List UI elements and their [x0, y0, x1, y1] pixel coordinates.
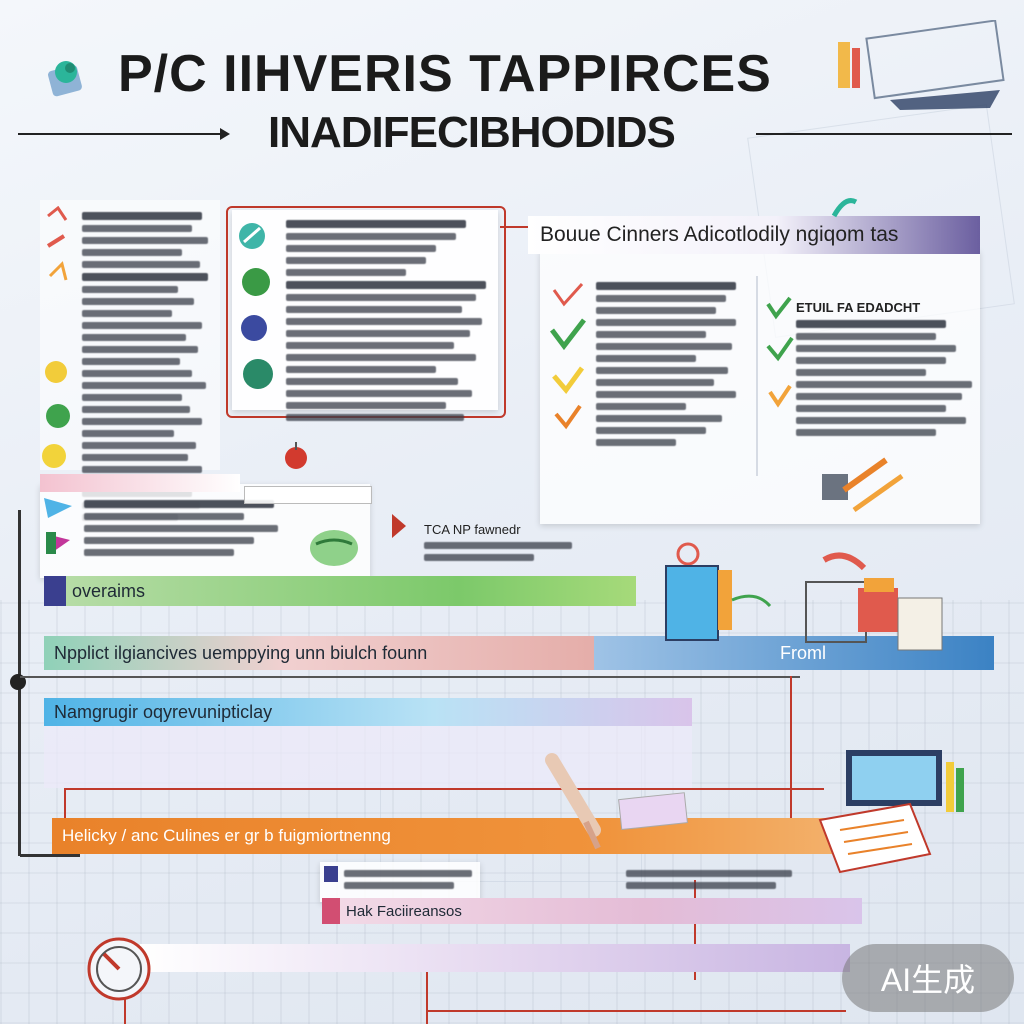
- band-overaims: overaims: [44, 576, 636, 606]
- right-sub-title: ETUIL FA EDADCHT: [796, 300, 921, 315]
- lower-left-text: [344, 870, 474, 889]
- books-icon: [794, 548, 954, 663]
- band-label: overaims: [72, 580, 146, 601]
- apple-icon: [282, 440, 310, 475]
- shield-icon: [44, 54, 94, 104]
- right-panel-divider: [756, 276, 758, 476]
- band-label: Hak Faciireansos: [346, 902, 462, 920]
- connector-line: [64, 788, 66, 818]
- band-label: Froml: [780, 642, 826, 663]
- band-namgrugir: Namgrugir oqyrevunipticlay: [44, 698, 692, 726]
- band-namgrugir-body: [44, 726, 692, 788]
- mid-small-header: [244, 486, 372, 504]
- connector-line: [694, 880, 696, 980]
- band-hak: Hak Faciireansos: [322, 898, 862, 924]
- connector-line: [20, 854, 80, 857]
- title-line-2: INADIFECIBHODIDS: [268, 108, 676, 157]
- title-line-1: P/C IIHVERIS TAPPIRCES: [118, 45, 772, 103]
- right-panel-text-left: [596, 282, 746, 446]
- arrow-right-icon: [220, 128, 230, 140]
- mid-left-header: [40, 474, 240, 492]
- fridge-icon: [660, 540, 780, 655]
- right-panel-header: Bouue Cinners Adicotlodily ngiqom tas: [528, 216, 980, 254]
- ai-generated-watermark: AI生成: [842, 944, 1014, 1012]
- right-panel-text-right: [796, 320, 972, 436]
- leaf-icon: [40, 360, 76, 475]
- pen-icon: [536, 752, 616, 867]
- flag-icons: [42, 492, 76, 567]
- tools-icon: [236, 218, 284, 403]
- monitor-icon: [842, 744, 972, 829]
- notebook-icon: [800, 790, 950, 885]
- bottom-band: [140, 944, 850, 972]
- mid-small-title: TCA NP fawnedr: [424, 522, 521, 537]
- leaf-icon: [830, 196, 860, 227]
- title-rule-right: [756, 133, 1012, 135]
- connector-line: [426, 1010, 846, 1012]
- lower-right-text: [626, 870, 796, 889]
- tools-icon: [814, 450, 914, 525]
- title-rule-left: [18, 133, 223, 135]
- lower-left-marker: [324, 866, 338, 882]
- clock-icon: [84, 934, 154, 1009]
- mid-left-text: [84, 500, 284, 556]
- mid-center-text: [424, 542, 574, 561]
- connector-line: [426, 970, 428, 1024]
- connector-line: [64, 788, 824, 790]
- chart-icon: [44, 205, 72, 301]
- center-card-text: [286, 220, 486, 421]
- check-icons: [764, 296, 796, 421]
- band-label: Namgrugir oqyrevunipticlay: [54, 701, 273, 722]
- bowl-icon: [304, 524, 364, 579]
- band-label: Helicky / anc Culines er gr b fuigmiortn…: [62, 826, 391, 845]
- band-npplict: Npplict ilgiancives uemppying unn biulch…: [44, 636, 644, 670]
- mid-center-marker: [392, 514, 406, 538]
- band-helicky: Helicky / anc Culines er gr b fuigmiortn…: [52, 818, 832, 854]
- connector-line: [500, 226, 530, 228]
- band-label: Npplict ilgiancives uemppying unn biulch…: [54, 642, 428, 663]
- laptop-sketch-icon: [830, 19, 1010, 110]
- connector-line: [790, 676, 792, 826]
- timeline-dot: [10, 674, 26, 690]
- papers-icon: [614, 786, 694, 841]
- check-icons: [548, 280, 592, 435]
- connector-line: [20, 676, 800, 678]
